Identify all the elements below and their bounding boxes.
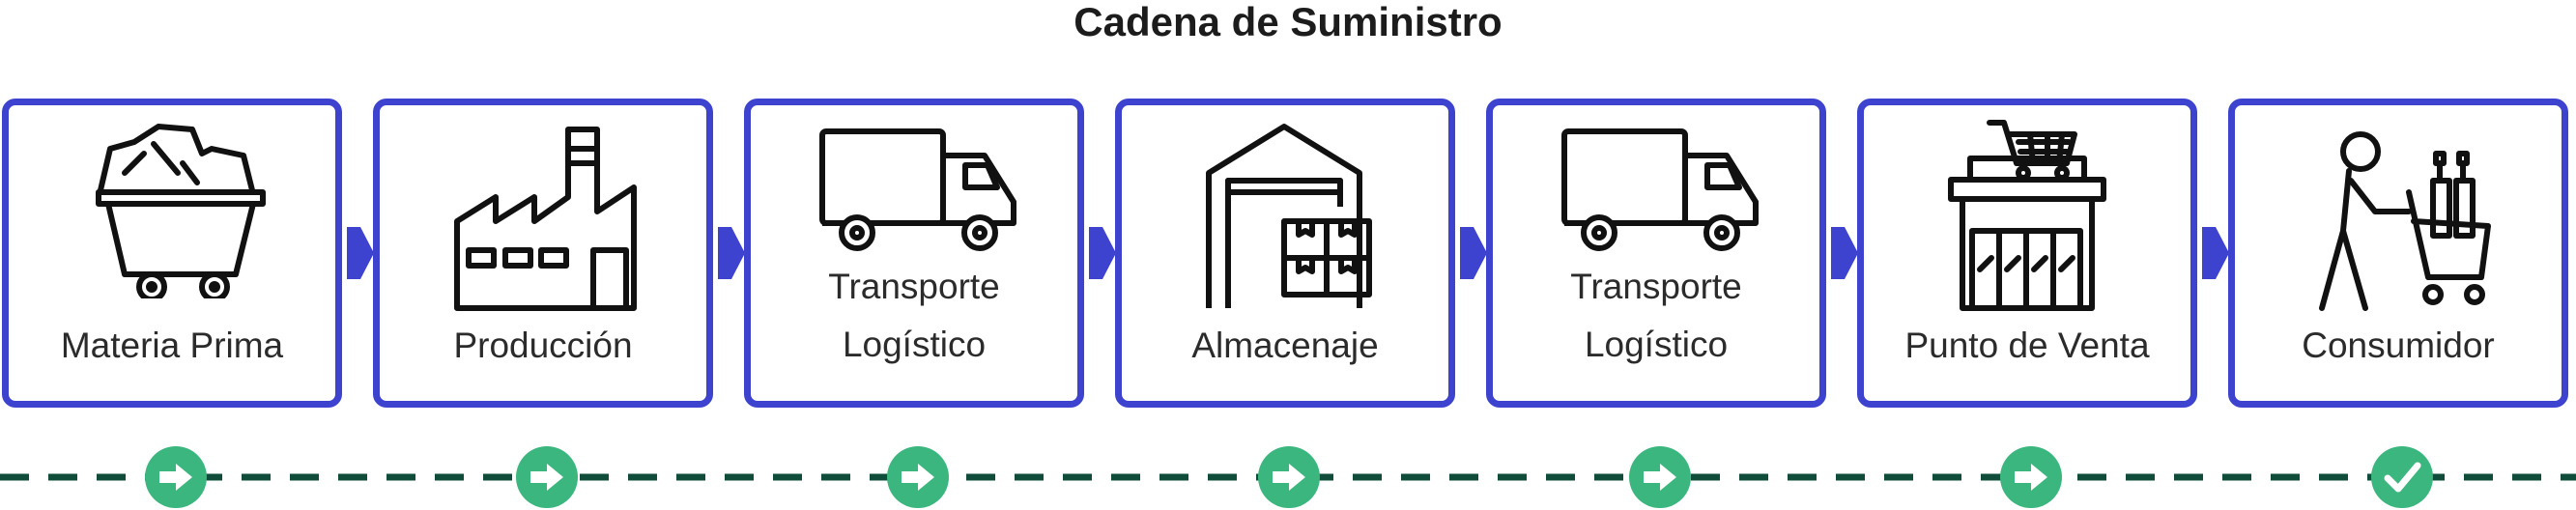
connector-arrow-icon <box>2202 227 2229 279</box>
connector-arrow-icon <box>1831 227 1858 279</box>
arrow-icon <box>1644 464 1676 491</box>
stage-label: Punto de Venta <box>1904 326 2150 365</box>
stage-label: Consumidor <box>2302 326 2495 365</box>
connector-arrow-icon <box>1460 227 1487 279</box>
arrow-icon <box>902 464 934 491</box>
truck-icon <box>819 128 1016 251</box>
stage-label: Materia Prima <box>60 326 284 365</box>
marker-circle <box>2371 446 2433 508</box>
arrow-icon <box>530 464 563 491</box>
complete-check-marker <box>2371 446 2433 508</box>
truck-icon <box>1561 128 1759 251</box>
stage-card-punto-de-venta: Punto de Venta <box>1857 99 2197 408</box>
progress-arrow-marker <box>887 446 949 508</box>
stage-card-produccion: Producción <box>373 99 713 408</box>
progress-arrow-marker <box>1258 446 1320 508</box>
progress-arrow-marker <box>145 446 207 508</box>
progress-arrow-marker <box>516 446 578 508</box>
progress-arrow-marker <box>2000 446 2062 508</box>
stage-card-consumidor: Consumidor <box>2228 99 2568 408</box>
connector-arrow-icon <box>1089 227 1116 279</box>
warehouse-icon <box>1206 124 1372 308</box>
arrow-icon <box>2015 464 2047 491</box>
diagram-title: Cadena de Suministro <box>1073 0 1503 44</box>
factory-icon <box>454 127 637 311</box>
mine-cart-icon <box>96 124 266 298</box>
stage-card-materia-prima: Materia Prima <box>2 99 342 408</box>
check-icon <box>2384 462 2421 493</box>
stage-card-almacenaje: Almacenaje <box>1115 99 1455 408</box>
progress-arrow-marker <box>1629 446 1691 508</box>
arrow-icon <box>1273 464 1305 491</box>
shopper-icon <box>2319 131 2491 311</box>
stage-label: Producción <box>453 326 633 365</box>
connector-arrow-icon <box>718 227 745 279</box>
arrow-icon <box>159 464 192 491</box>
connector-arrow-icon <box>347 227 374 279</box>
stage-label: Almacenaje <box>1191 326 1379 365</box>
store-icon <box>1948 120 2106 311</box>
